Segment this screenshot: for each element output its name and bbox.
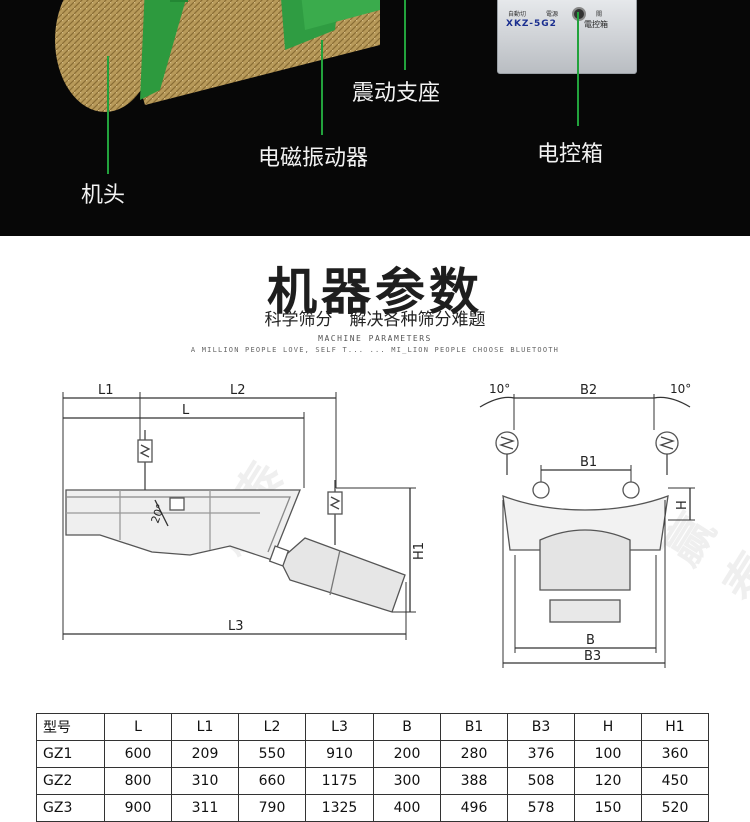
control-box-photo: 自動切 電源 關 XKZ-5G2 電控箱 [497, 0, 637, 74]
dim-B: B [586, 633, 595, 648]
table-cell: 311 [171, 794, 239, 822]
panel-name-text: 電控箱 [584, 20, 608, 29]
dim-L: L [182, 403, 190, 418]
header-cell: L [104, 713, 172, 741]
header-cell: L3 [305, 713, 374, 741]
callout-line-control-box [577, 12, 579, 126]
english-tagline: A MILLION PEOPLE LOVE, SELF T... ... MI_… [190, 346, 560, 354]
dim-H1: H1 [412, 542, 427, 560]
dim-angle-right: 10° [670, 382, 691, 396]
header-cell: B [373, 713, 441, 741]
table-cell: 450 [641, 767, 709, 795]
panel-label-right: 關 [596, 11, 603, 18]
table-cell: 496 [440, 794, 508, 822]
dim-B2: B2 [580, 383, 597, 398]
callout-line-head [107, 56, 109, 174]
dim-L2: L2 [230, 383, 246, 398]
knob-icon [572, 7, 586, 21]
table-cell: 400 [373, 794, 441, 822]
dim-L3: L3 [228, 619, 244, 634]
table-cell: GZ3 [36, 794, 105, 822]
parameter-table: 型号 L L1 L2 L3 B B1 B3 H H1 GZ1 600 209 5… [36, 713, 709, 822]
table-cell: 200 [373, 740, 441, 768]
table-cell: 360 [641, 740, 709, 768]
table-cell: 660 [238, 767, 306, 795]
header-cell: B3 [507, 713, 575, 741]
dim-B1: B1 [580, 455, 597, 470]
table-cell: 910 [305, 740, 374, 768]
technical-drawing: L1 L2 L L3 H1 20° B2 B1 B B3 H 10° 10° [62, 382, 695, 668]
product-photo-banner: 自動切 電源 關 XKZ-5G2 電控箱 机头 电磁振动器 震动支座 电控箱 [0, 0, 750, 236]
table-header-row: 型号 L L1 L2 L3 B B1 B3 H H1 [36, 713, 709, 741]
panel-label-mid: 電源 [546, 11, 559, 18]
panel-model-text: XKZ-5G2 [506, 19, 557, 29]
section-subtitle: 科学筛分 解决各种筛分难题 [264, 310, 486, 330]
table-cell: 550 [238, 740, 306, 768]
table-row: GZ2 800 310 660 1175 300 388 508 120 450 [36, 767, 709, 795]
feeder-photo [55, 0, 380, 112]
header-cell: L1 [171, 713, 239, 741]
english-heading: MACHINE PARAMETERS [318, 334, 432, 343]
callout-vibrator: 电磁振动器 [258, 146, 369, 171]
table-cell: 1175 [305, 767, 374, 795]
dim-L1: L1 [98, 383, 114, 398]
callout-control-box: 电控箱 [537, 142, 604, 167]
table-cell: 209 [171, 740, 239, 768]
dim-angle-left: 10° [489, 382, 510, 396]
callout-support: 震动支座 [352, 81, 441, 106]
table-cell: 600 [104, 740, 172, 768]
table-cell: 300 [373, 767, 441, 795]
dim-H: H [675, 500, 690, 510]
dim-angle: 20° [149, 502, 168, 525]
table-row: GZ1 600 209 550 910 200 280 376 100 360 [36, 740, 709, 768]
table-cell: 150 [574, 794, 642, 822]
header-cell: H [574, 713, 642, 741]
table-cell: 100 [574, 740, 642, 768]
table-cell: 790 [238, 794, 306, 822]
table-row: GZ3 900 311 790 1325 400 496 578 150 520 [36, 794, 709, 822]
header-cell: 型号 [36, 713, 105, 741]
table-cell: 388 [440, 767, 508, 795]
header-cell: B1 [440, 713, 508, 741]
table-cell: 376 [507, 740, 575, 768]
callout-line-vibrator [321, 40, 323, 135]
table-cell: 800 [104, 767, 172, 795]
panel-label-left: 自動切 [508, 11, 527, 18]
table-cell: GZ2 [36, 767, 105, 795]
dim-B3: B3 [584, 649, 601, 664]
table-cell: 508 [507, 767, 575, 795]
table-cell: 578 [507, 794, 575, 822]
table-cell: 310 [171, 767, 239, 795]
callout-head: 机头 [81, 183, 126, 208]
table-cell: 900 [104, 794, 172, 822]
table-cell: 1325 [305, 794, 374, 822]
table-cell: GZ1 [36, 740, 105, 768]
table-cell: 520 [641, 794, 709, 822]
table-cell: 120 [574, 767, 642, 795]
callout-line-support [404, 0, 406, 70]
header-cell: L2 [238, 713, 306, 741]
section-title: 机器参数 [267, 263, 483, 321]
table-cell: 280 [440, 740, 508, 768]
header-cell: H1 [641, 713, 709, 741]
